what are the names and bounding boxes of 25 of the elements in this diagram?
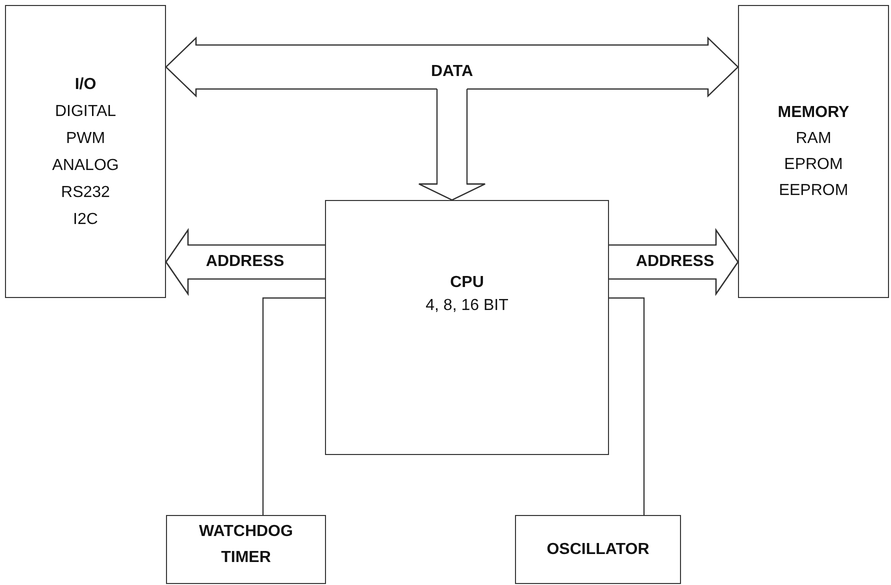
block-item: RAM bbox=[796, 128, 832, 148]
block-box bbox=[325, 200, 609, 455]
block-box bbox=[5, 5, 166, 298]
block-item: 4, 8, 16 BIT bbox=[426, 296, 508, 316]
block-title: OSCILLATOR bbox=[546, 540, 650, 560]
block-box bbox=[738, 5, 889, 298]
block-box bbox=[515, 515, 681, 584]
block-box bbox=[166, 515, 326, 584]
block-title: I/O bbox=[74, 74, 96, 94]
block-item: DIGITAL bbox=[54, 102, 116, 122]
block-item: RS232 bbox=[61, 182, 110, 202]
bus-arrow bbox=[608, 228, 739, 296]
block-item: EPROM bbox=[784, 154, 843, 174]
connector-line bbox=[262, 297, 325, 515]
block-item: EEPROM bbox=[778, 180, 848, 200]
block-title: WATCHDOG TIMER bbox=[198, 522, 294, 568]
block-item: ANALOG bbox=[52, 156, 119, 176]
bus-arrow bbox=[165, 36, 739, 98]
connector-line bbox=[609, 297, 645, 515]
bus-arrow bbox=[165, 228, 326, 296]
bus-arrow bbox=[418, 88, 486, 201]
block-title: CPU bbox=[450, 273, 484, 293]
block-item: I2C bbox=[73, 210, 98, 230]
block-title: MEMORY bbox=[778, 102, 850, 122]
block-item: PWM bbox=[66, 128, 106, 148]
